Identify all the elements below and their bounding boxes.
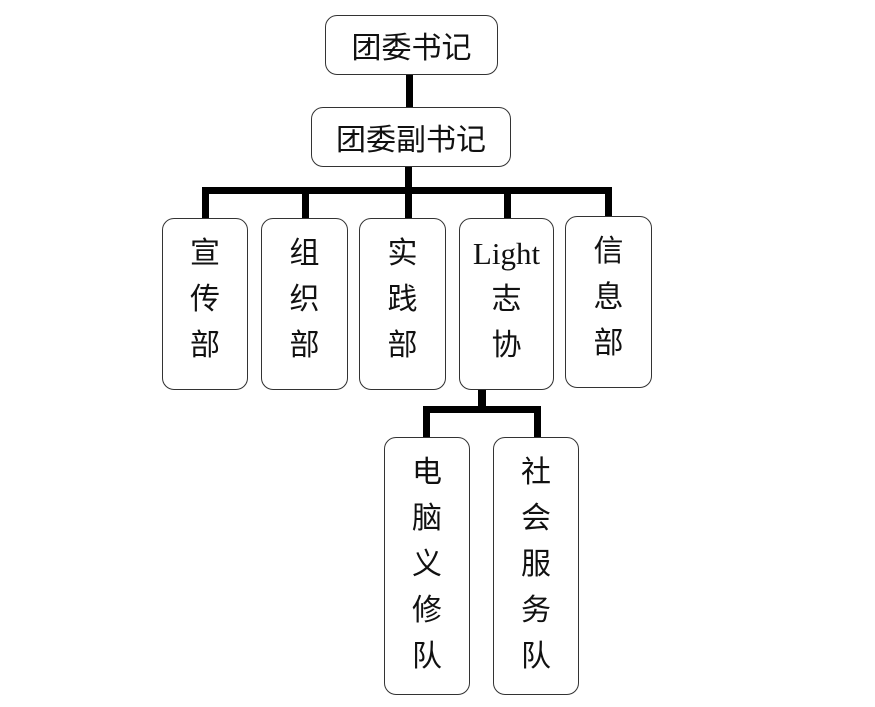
node-dept-light-volunteer: Light 志 协 <box>459 218 554 390</box>
connector-root-deputy <box>406 74 413 108</box>
node-char: 志 <box>491 282 522 317</box>
connector-drop-publicity <box>202 187 209 219</box>
connector-drop-computer-repair <box>423 406 430 438</box>
node-team-computer-repair: 电 脑 义 修 队 <box>384 437 470 695</box>
node-char: 社 <box>521 455 551 490</box>
node-char: 服 <box>521 547 551 582</box>
node-secretary: 团委书记 <box>325 15 498 75</box>
node-char: 电 <box>412 455 442 490</box>
connector-drop-practice <box>405 187 412 219</box>
node-deputy-secretary: 团委副书记 <box>311 107 511 167</box>
connector-light-trunk <box>478 389 486 413</box>
node-char: 部 <box>289 328 320 363</box>
node-char: 队 <box>412 639 442 674</box>
connector-drop-social-service <box>534 406 541 438</box>
node-char: 实 <box>387 236 418 271</box>
node-dept-publicity: 宣 传 部 <box>162 218 248 390</box>
connector-drop-information <box>605 187 612 219</box>
node-char: 部 <box>190 328 220 363</box>
node-char: 践 <box>387 282 418 317</box>
node-char: 部 <box>387 328 418 363</box>
node-dept-organization: 组 织 部 <box>261 218 348 390</box>
connector-deputy-trunk <box>405 166 412 192</box>
node-dept-information: 信 息 部 <box>565 216 652 388</box>
node-char: 修 <box>412 593 442 628</box>
node-dept-practice: 实 践 部 <box>359 218 446 390</box>
node-char: 信 <box>593 234 624 269</box>
node-char: 义 <box>412 547 442 582</box>
node-char: 织 <box>289 282 320 317</box>
node-char: 宣 <box>190 236 220 271</box>
node-deputy-secretary-label: 团委副书记 <box>336 123 486 158</box>
node-char: 传 <box>190 282 220 317</box>
connector-drop-organization <box>302 187 309 219</box>
node-team-social-service: 社 会 服 务 队 <box>493 437 579 695</box>
node-char: 务 <box>521 593 551 628</box>
node-char: 协 <box>491 328 522 363</box>
node-char: 部 <box>593 326 624 361</box>
node-char: 队 <box>521 639 551 674</box>
connector-subteams-bar <box>423 406 541 413</box>
connector-drop-light <box>504 187 511 219</box>
node-char: 会 <box>521 501 551 536</box>
node-char: 息 <box>593 280 624 315</box>
node-secretary-label: 团委书记 <box>351 31 472 66</box>
node-char: Light <box>472 236 541 271</box>
node-char: 脑 <box>412 501 442 536</box>
node-char: 组 <box>289 236 320 271</box>
